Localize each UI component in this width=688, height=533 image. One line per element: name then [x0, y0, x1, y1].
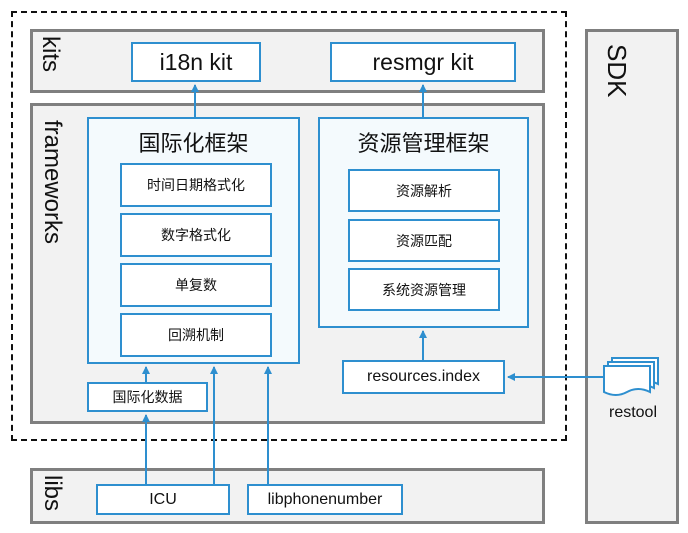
i18n-data-box: 国际化数据 [87, 382, 208, 412]
libs-layer-label: libs [39, 475, 66, 512]
resource-module-system-resource: 系统资源管理 [348, 268, 500, 311]
resource-module-match: 资源匹配 [348, 219, 500, 262]
sdk-panel [585, 29, 679, 524]
libphonenumber-box: libphonenumber [247, 484, 403, 515]
frameworks-layer-label: frameworks [39, 120, 66, 245]
i18n-module-number-format: 数字格式化 [120, 213, 272, 257]
i18n-module-fallback: 回溯机制 [120, 313, 272, 357]
i18n-framework-title: 国际化框架 [138, 131, 249, 156]
resources-index-box: resources.index [342, 360, 505, 394]
resource-module-parse: 资源解析 [348, 169, 500, 212]
kits-layer-label: kits [37, 36, 64, 72]
restool-label: restool [608, 404, 658, 421]
sdk-panel-label: SDK [602, 44, 632, 98]
i18n-module-plural: 单复数 [120, 263, 272, 307]
i18n-kit-box: i18n kit [131, 42, 261, 82]
i18n-module-datetime-format: 时间日期格式化 [120, 163, 272, 207]
resmgr-kit-box: resmgr kit [330, 42, 516, 82]
icu-box: ICU [96, 484, 230, 515]
kits-frameworks-container [11, 11, 567, 441]
resource-framework-title: 资源管理框架 [357, 131, 490, 156]
restool-document-icon [603, 357, 659, 396]
